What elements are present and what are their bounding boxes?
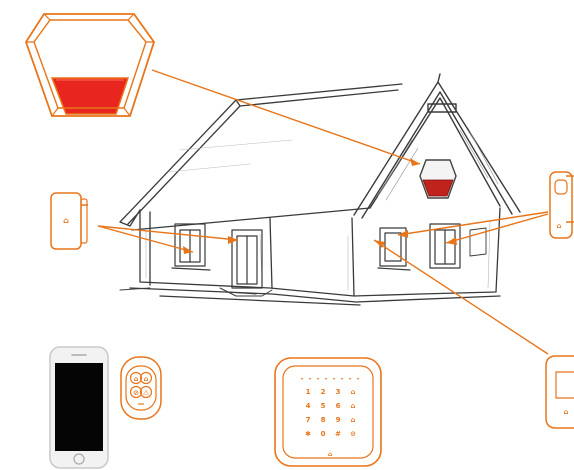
keypad-key[interactable]: # — [335, 430, 341, 438]
door-sensor-right: ⌂ — [550, 172, 574, 238]
keypad-status-icon: • — [333, 377, 335, 383]
connector-right-sensor-window — [398, 212, 548, 235]
remote-home-icon: ⌂ — [143, 375, 148, 383]
smartphone — [50, 347, 108, 468]
connector-keypad-house — [374, 240, 548, 354]
wall-device-logo-icon: ⌂ — [563, 408, 568, 416]
main-roof — [120, 84, 402, 230]
keypad-key[interactable]: 9 — [336, 416, 341, 424]
arrowheads — [183, 158, 457, 254]
sensor-right-logo-icon: ⌂ — [556, 222, 561, 230]
phone-screen — [55, 363, 103, 451]
keypad-key[interactable]: 6 — [336, 402, 341, 410]
keypad-key[interactable]: ✱ — [305, 430, 311, 438]
keypad-status-icon: • — [341, 377, 343, 383]
wall-device-right: ⌂ — [546, 356, 574, 428]
keypad-key[interactable]: ⌂ — [350, 402, 355, 410]
remote-disarm-icon: ⊘ — [133, 389, 139, 397]
keypad-logo-icon: ⌂ — [328, 451, 332, 458]
keypad-status-icon: • — [325, 377, 327, 383]
front-door — [232, 230, 262, 288]
keypad-key[interactable]: 0 — [321, 430, 326, 438]
siren-on-house — [420, 160, 456, 198]
keypad-key[interactable]: ⌂ — [350, 416, 355, 424]
keypad-key[interactable]: ⌂ — [350, 388, 355, 396]
key-fob-remote: ⌂ ⌂ ⊘ ⚠ — [121, 357, 161, 419]
keypad-key[interactable]: 2 — [321, 388, 326, 396]
connector-sensor-door — [98, 226, 238, 240]
connector-siren — [152, 70, 420, 164]
remote-arm-icon: ⌂ — [133, 375, 138, 383]
keypad-status-icon: • — [301, 377, 303, 383]
keypad-status-icon: • — [309, 377, 311, 383]
keypad-key[interactable]: 5 — [321, 402, 326, 410]
keypad: • • • • • • • • 1 2 3 ⌂ 4 5 6 ⌂ 7 8 9 ⌂ ✱ 0 # ⊙ ⌂ — [275, 358, 381, 466]
keypad-status-icon: • — [349, 377, 351, 383]
porch — [120, 288, 272, 296]
remote-sos-icon: ⚠ — [143, 389, 150, 397]
sensor-logo-icon: ⌂ — [63, 216, 69, 225]
gable-window-right — [430, 224, 460, 268]
connector-sensor-window — [98, 226, 193, 252]
door-sensor-left: ⌂ — [51, 193, 88, 249]
house-sketch — [120, 74, 520, 305]
keypad-key[interactable]: ⊙ — [350, 430, 356, 438]
keypad-key[interactable]: 1 — [306, 388, 311, 396]
keypad-key[interactable]: 4 — [306, 402, 311, 410]
keypad-key[interactable]: 3 — [336, 388, 341, 396]
keypad-key[interactable]: 7 — [306, 416, 311, 424]
left-window — [172, 224, 210, 270]
keypad-status-icon: • — [317, 377, 319, 383]
siren-large — [26, 14, 154, 116]
keypad-status-icon: • — [357, 377, 359, 383]
keypad-key[interactable]: 8 — [321, 416, 326, 424]
connector-right-sensor-window2 — [446, 214, 548, 243]
